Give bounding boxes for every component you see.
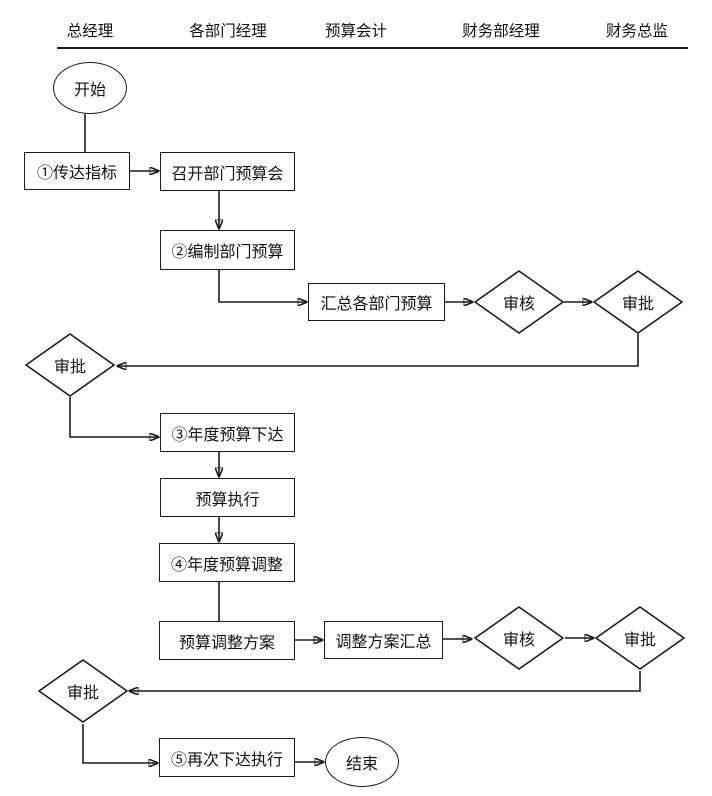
node-approve-1: 审批	[593, 270, 683, 334]
node-label: ③年度预算下达	[171, 426, 284, 444]
edge-gm-approve2-to-reissue	[82, 724, 158, 763]
node-transmit-targets: ①传达指标	[24, 152, 130, 190]
diamond-shape	[38, 659, 128, 723]
diamond-shape	[474, 270, 564, 334]
node-label: 预算调整方案	[178, 634, 275, 652]
node-department-budget-meeting: 召开部门预算会	[160, 152, 295, 191]
node-label: 审核	[502, 632, 535, 649]
lane-header-finance-director: 财务总监	[605, 23, 669, 40]
edge-approve2-to-gm-approve2	[129, 671, 641, 691]
node-consolidate-budgets: 汇总各部门预算	[308, 283, 445, 321]
node-approve-2: 审批	[595, 606, 685, 670]
node-label: 预算执行	[195, 491, 260, 509]
node-label: 调整方案汇总	[335, 634, 432, 651]
node-label: 汇总各部门预算	[320, 296, 433, 313]
node-review-1: 审核	[474, 270, 564, 334]
lane-header-general-manager: 总经理	[66, 23, 114, 40]
node-label: ②编制部门预算	[171, 244, 284, 261]
node-label: 审批	[621, 296, 654, 313]
node-label: 召开部门预算会	[171, 165, 284, 183]
edge-approve1-to-gm-approve1	[117, 334, 639, 366]
edge-prepare-to-consolidate	[218, 270, 307, 302]
node-label: ①传达指标	[36, 165, 117, 182]
node-adjustment-plan-summary: 调整方案汇总	[324, 621, 443, 659]
node-end: 结束	[325, 737, 399, 787]
node-gm-approve-1: 审批	[25, 333, 115, 397]
node-label: ⑤再次下达执行	[170, 751, 283, 769]
node-start: 开始	[53, 62, 127, 114]
node-reissue-execution: ⑤再次下达执行	[159, 738, 295, 777]
node-gm-approve-2: 审批	[38, 659, 128, 723]
node-label: 开始	[73, 82, 106, 99]
diamond-shape	[25, 333, 115, 397]
node-label: 审批	[53, 359, 86, 376]
node-label: 审批	[66, 685, 99, 702]
node-label: 结束	[345, 756, 378, 773]
edge-gm-approve1-to-release	[69, 397, 159, 437]
lane-header-department-managers: 各部门经理	[189, 23, 267, 40]
diamond-shape	[474, 606, 564, 670]
node-annual-budget-adjustment: ④年度预算调整	[159, 543, 295, 582]
node-budget-adjustment-plan: 预算调整方案	[159, 621, 295, 660]
lane-header-finance-manager: 财务部经理	[462, 23, 540, 40]
node-review-2: 审核	[474, 606, 564, 670]
node-label: 审批	[623, 632, 656, 649]
lane-header-budget-accountant: 预算会计	[324, 23, 388, 40]
node-budget-execution: 预算执行	[160, 478, 295, 517]
diamond-shape	[595, 606, 685, 670]
node-prepare-department-budget: ②编制部门预算	[160, 230, 295, 270]
node-label: ④年度预算调整	[170, 556, 283, 574]
node-annual-budget-release: ③年度预算下达	[160, 413, 295, 452]
diamond-shape	[593, 270, 683, 334]
node-label: 审核	[502, 296, 535, 313]
